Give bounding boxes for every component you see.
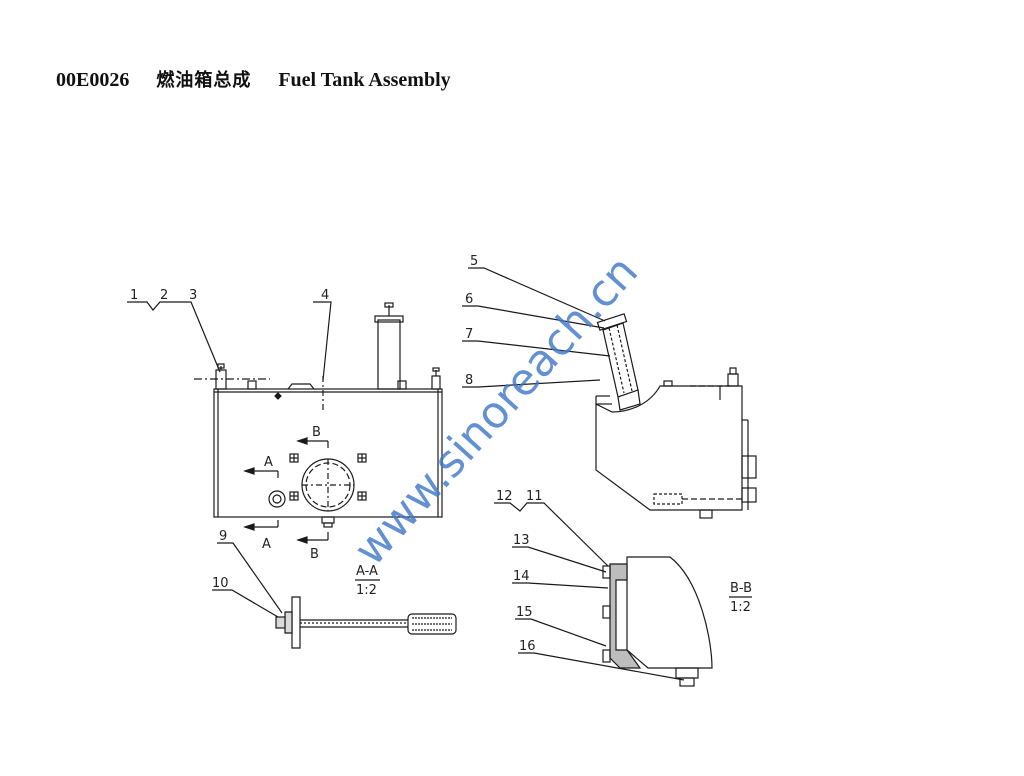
title-chinese: 燃油箱总成 bbox=[156, 70, 252, 91]
section-bb-name: B-B bbox=[730, 581, 752, 596]
front-view bbox=[194, 302, 443, 544]
leader-3 bbox=[180, 301, 221, 373]
leader-5 bbox=[468, 267, 606, 322]
leader-16 bbox=[518, 652, 685, 681]
callout-4: 4 bbox=[321, 288, 329, 303]
leader-9 bbox=[217, 542, 283, 614]
section-marker-a-bottom: A bbox=[262, 537, 271, 552]
leader-8 bbox=[462, 379, 601, 388]
callout-6: 6 bbox=[465, 292, 473, 307]
part-code: 00E0026 bbox=[56, 69, 130, 91]
section-bb-view bbox=[602, 556, 752, 687]
callout-12: 12 bbox=[496, 489, 513, 504]
callout-2: 2 bbox=[160, 288, 168, 303]
leader-11-12 bbox=[494, 502, 609, 567]
leader-13 bbox=[512, 546, 607, 573]
callout-3: 3 bbox=[189, 288, 197, 303]
leader-6 bbox=[462, 305, 605, 329]
section-aa-scale: 1:2 bbox=[356, 583, 377, 598]
callout-15: 15 bbox=[516, 605, 533, 620]
section-aa-view bbox=[275, 579, 457, 649]
leader-1-2 bbox=[127, 301, 180, 311]
callout-16: 16 bbox=[519, 639, 536, 654]
side-view bbox=[595, 313, 757, 519]
section-marker-b-top: B bbox=[312, 425, 321, 440]
leader-10 bbox=[212, 589, 279, 618]
leader-4 bbox=[313, 301, 332, 381]
section-aa-name: A-A bbox=[356, 564, 378, 579]
callout-11: 11 bbox=[526, 489, 543, 504]
callout-10: 10 bbox=[212, 576, 229, 591]
page-title: 00E0026 燃油箱总成 Fuel Tank Assembly bbox=[56, 66, 473, 92]
watermark-text: www.sinoreach.cn bbox=[344, 246, 648, 575]
filler-tube bbox=[377, 319, 401, 390]
callout-5: 5 bbox=[470, 254, 478, 269]
callout-14: 14 bbox=[513, 569, 530, 584]
callout-8: 8 bbox=[465, 373, 473, 388]
callout-1: 1 bbox=[130, 288, 138, 303]
section-marker-b-bottom: B bbox=[310, 547, 319, 562]
section-bb-scale: 1:2 bbox=[730, 600, 751, 615]
callout-7: 7 bbox=[465, 327, 473, 342]
leader-7 bbox=[462, 340, 611, 357]
callout-9: 9 bbox=[219, 529, 227, 544]
callout-13: 13 bbox=[513, 533, 530, 548]
leader-14 bbox=[512, 582, 609, 589]
title-english: Fuel Tank Assembly bbox=[278, 69, 451, 91]
section-marker-a-top: A bbox=[264, 455, 273, 470]
leader-15 bbox=[515, 618, 607, 647]
